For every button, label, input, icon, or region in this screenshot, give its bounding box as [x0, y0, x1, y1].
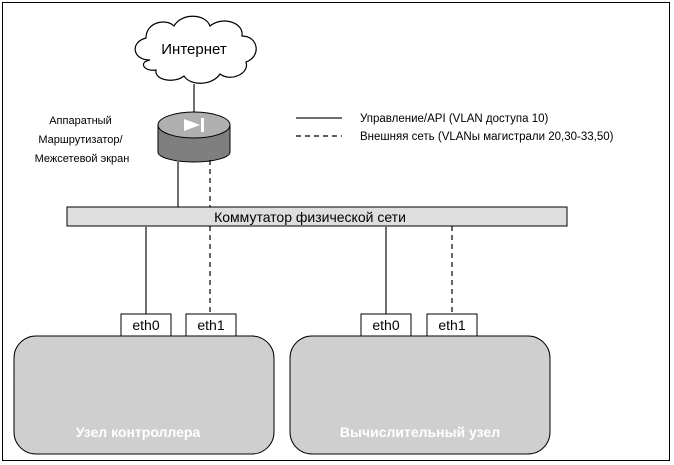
compute-eth0-label: eth0 [372, 317, 399, 333]
router-label-line-1: Аппаратный [49, 115, 112, 127]
controller-eth0-port [120, 313, 172, 337]
controller-node: eth0 eth1 Узел контроллера [13, 313, 275, 455]
controller-eth1-label: eth1 [197, 317, 224, 333]
controller-eth1-port [185, 313, 237, 337]
router-label-line-3: Межсетевой экран [35, 153, 130, 165]
controller-node-label: Узел контроллера [76, 424, 201, 440]
router-label: Аппаратный Маршрутизатор/ Межсетевой экр… [35, 115, 130, 165]
compute-node: eth0 eth1 Вычислительный узел [289, 313, 551, 455]
controller-eth0-label: eth0 [132, 317, 159, 333]
compute-eth1-port [426, 313, 478, 337]
physical-switch [66, 206, 568, 227]
legend-solid-label: Управление/API (VLAN доступа 10) [360, 113, 549, 125]
compute-eth1-label: eth1 [438, 317, 465, 333]
switch-label: Коммутатор физической сети [214, 209, 406, 225]
compute-node-label: Вычислительный узел [340, 424, 500, 440]
router-label-line-2: Маршрутизатор/ [38, 134, 123, 146]
compute-eth0-port [360, 313, 412, 337]
legend-dashed-label: Внешняя сеть (VLANы магистрали 20,30-33,… [360, 131, 614, 143]
diagram-frame [2, 2, 670, 461]
cloud-icon [134, 15, 257, 84]
router-icon [157, 111, 231, 163]
internet-label: Интернет [161, 41, 227, 58]
legend: Управление/API (VLAN доступа 10) Внешняя… [296, 113, 614, 143]
